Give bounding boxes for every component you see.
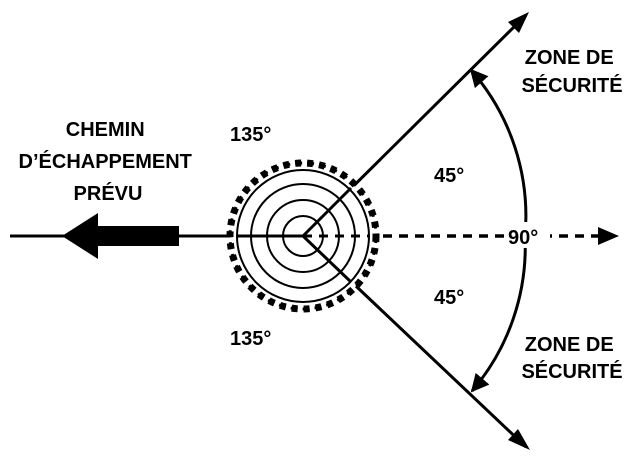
dashed-right-arrow-icon — [598, 227, 619, 245]
upper-boundary-arrowhead — [508, 12, 529, 33]
safety-zone-bottom-line-2: SÉCURITÉ — [521, 360, 622, 383]
safety-zone-top-label: ZONE DE SÉCURITÉ — [521, 47, 622, 97]
tree-cross-section-icon — [226, 159, 380, 313]
safety-zone-bottom-label: ZONE DE SÉCURITÉ — [521, 334, 622, 383]
angle-right-label-bg — [504, 222, 550, 248]
safety-zone-top-line-1: ZONE DE — [525, 47, 614, 69]
angle-upper-right-label: 45° — [434, 165, 464, 187]
lower-boundary-arrowhead — [508, 429, 530, 450]
safety-zone-bottom-line-1: ZONE DE — [525, 334, 614, 356]
angle-lower-left-label: 135° — [230, 328, 271, 350]
angle-right-label: 90° — [508, 227, 538, 249]
escape-path-line-2: D’ÉCHAPPEMENT — [19, 150, 192, 173]
angle-upper-left-label: 135° — [230, 124, 271, 146]
escape-path-line-3: PRÉVU — [74, 182, 143, 205]
safety-zone-top-line-2: SÉCURITÉ — [521, 74, 622, 97]
left-arrow-icon — [62, 213, 179, 259]
angle-lower-right-label: 45° — [434, 287, 464, 309]
escape-path-label: CHEMIN D’ÉCHAPPEMENT PRÉVU — [19, 119, 198, 205]
escape-path-line-1: CHEMIN — [66, 119, 145, 141]
